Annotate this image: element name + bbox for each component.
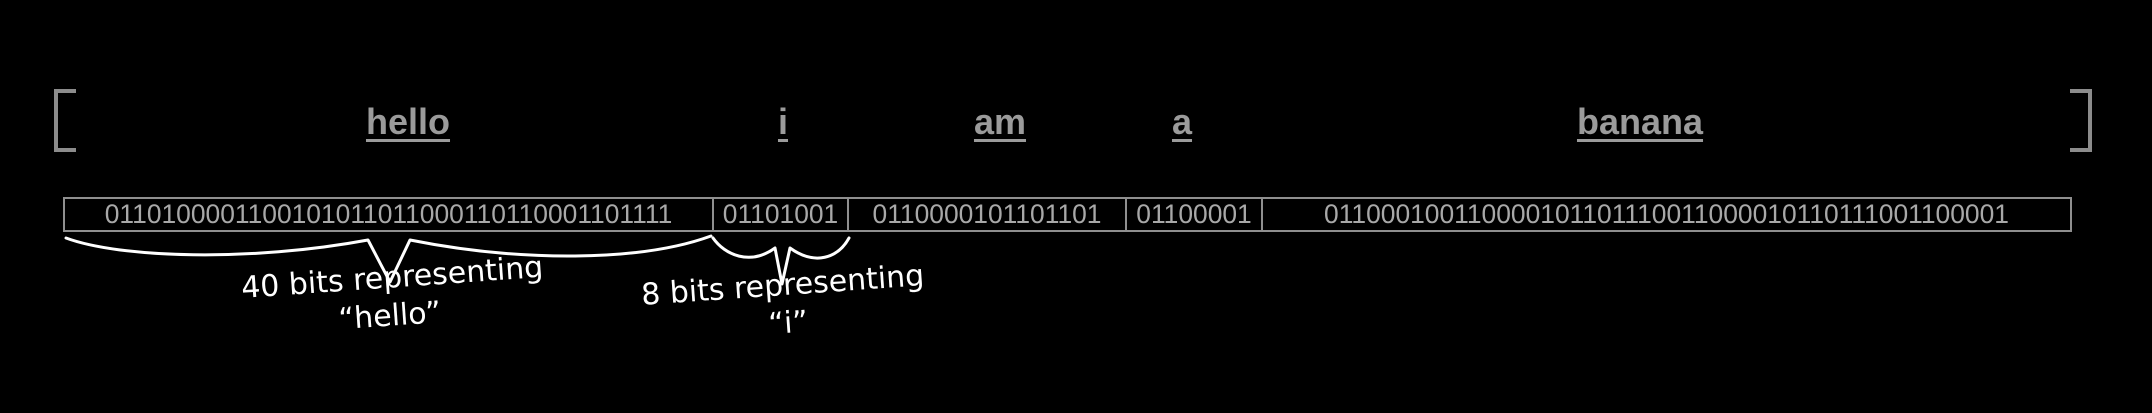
bits-box-banana: 0110001001100001011011100110000101101110… xyxy=(1261,197,2072,232)
bits-box-i: 01101001 xyxy=(712,197,849,232)
word-hello: hello xyxy=(365,101,451,142)
bits-i: 01101001 xyxy=(722,199,839,229)
left-bracket xyxy=(54,89,76,152)
annotation-hello: 40 bits representing “hello” xyxy=(240,249,547,346)
word-banana: banana xyxy=(1576,101,1704,142)
right-bracket xyxy=(2070,89,2092,152)
word-am: am xyxy=(973,101,1027,142)
bits-hello: 0110100001100101011011000110110001101111 xyxy=(104,199,673,229)
word-i: i xyxy=(777,101,789,142)
bits-a: 01100001 xyxy=(1136,199,1252,229)
bits-box-hello: 0110100001100101011011000110110001101111 xyxy=(63,197,714,232)
bits-banana: 0110001001100001011011100110000101101110… xyxy=(1324,199,2009,229)
bits-box-am: 0110000101101101 xyxy=(847,197,1127,232)
bits-box-a: 01100001 xyxy=(1125,197,1263,232)
bits-am: 0110000101101101 xyxy=(872,199,1102,229)
annotation-i: 8 bits representing “i” xyxy=(640,257,928,353)
word-a: a xyxy=(1171,101,1193,142)
bits-row: 0110100001100101011011000110110001101111… xyxy=(63,197,2072,232)
